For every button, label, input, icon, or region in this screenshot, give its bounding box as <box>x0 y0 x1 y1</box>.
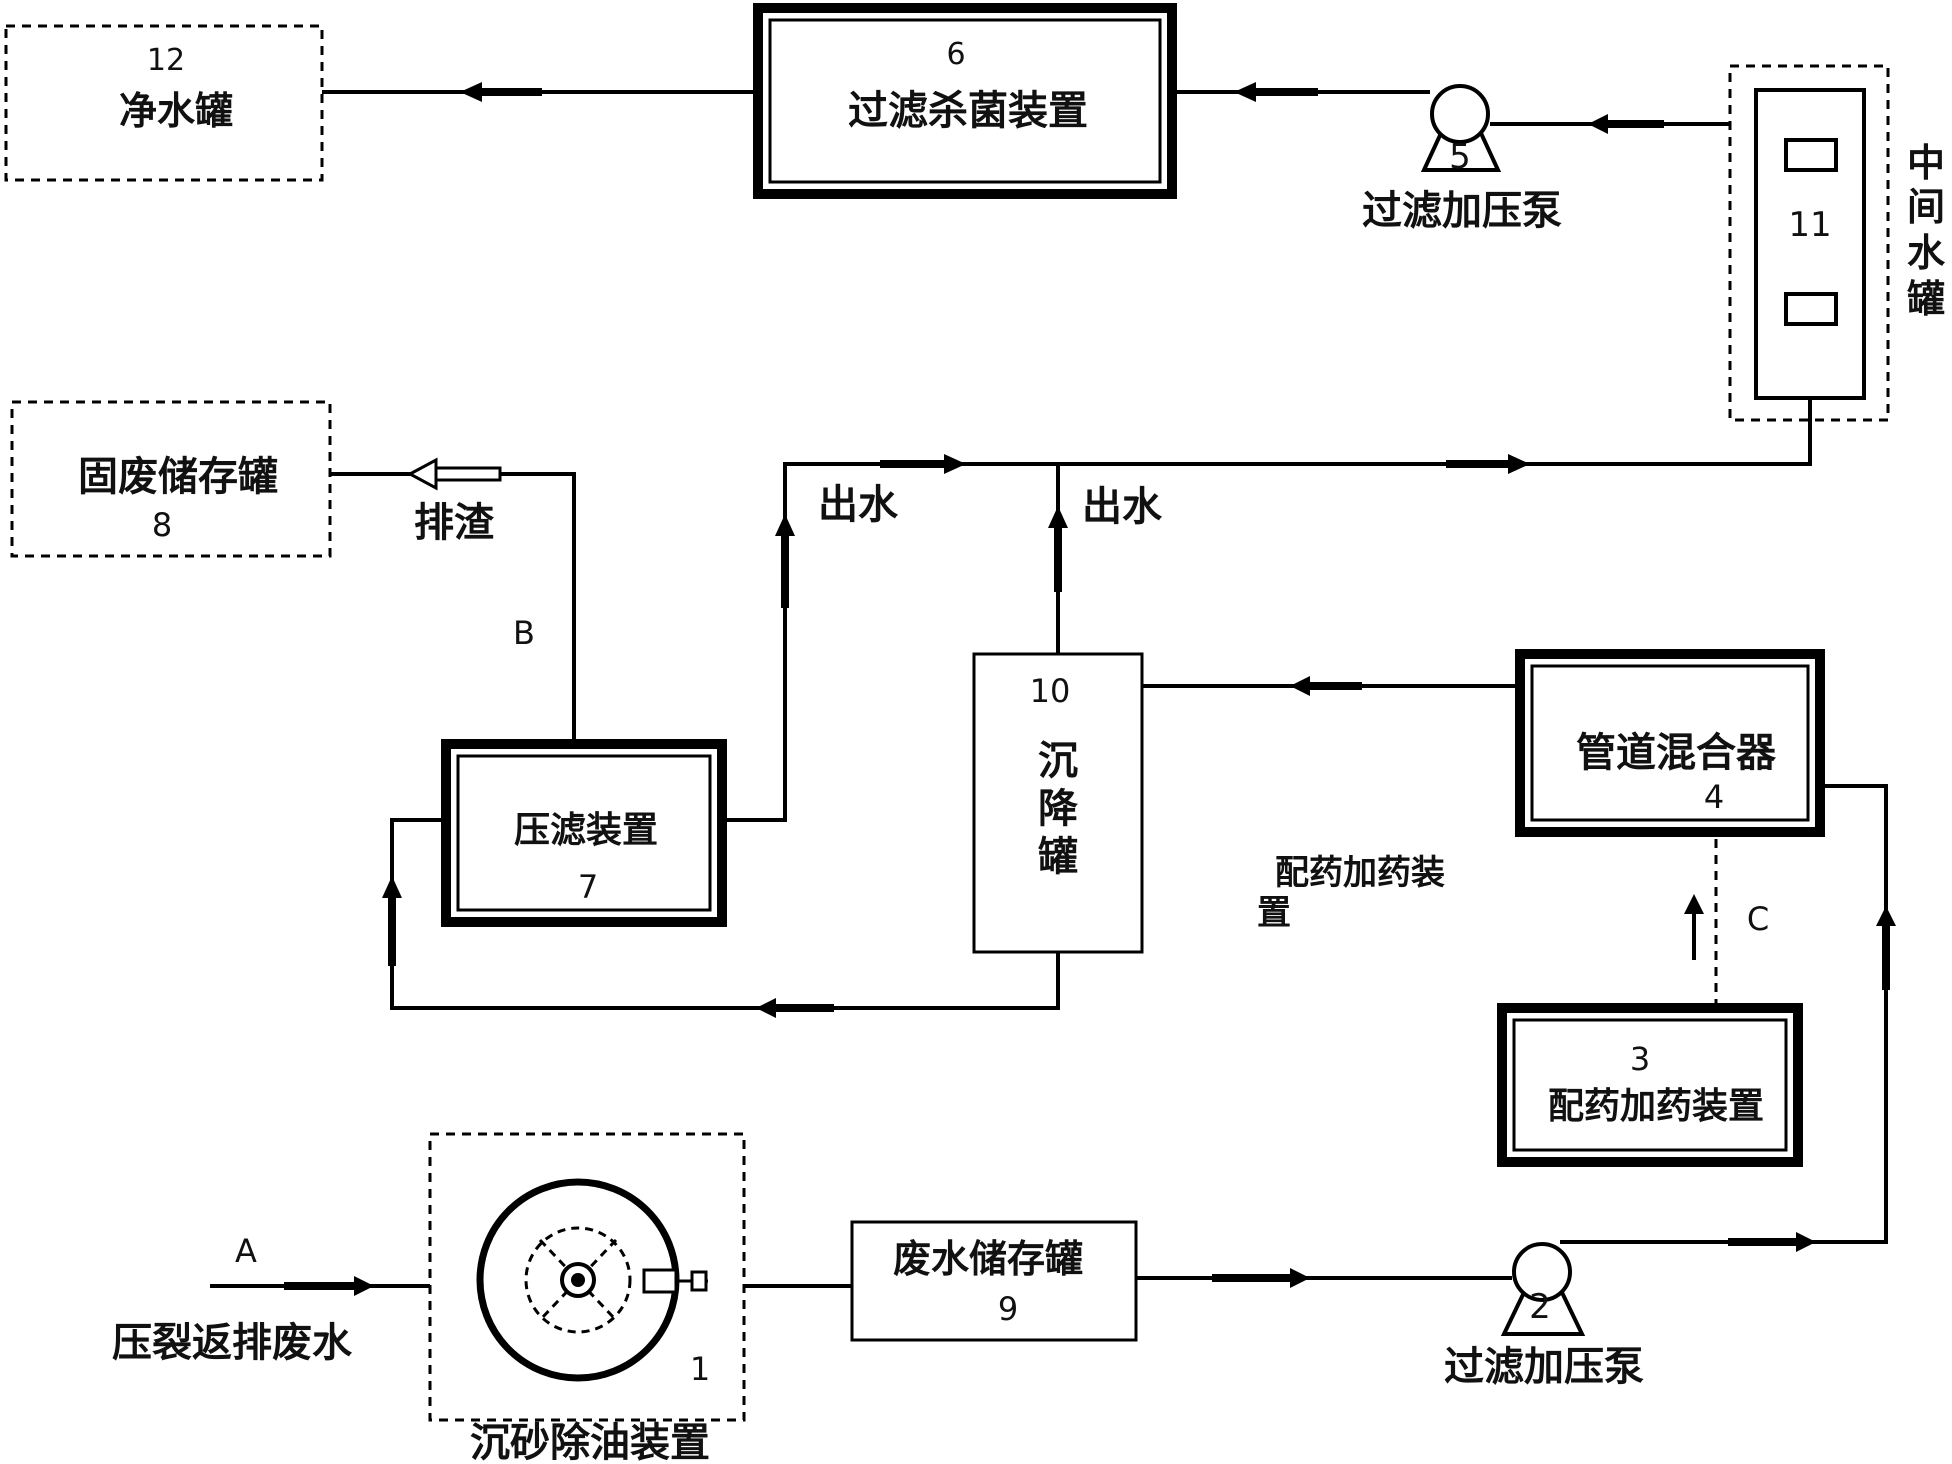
unit-9-number: 9 <box>998 1290 1018 1328</box>
unit-5-number: 5 <box>1449 137 1471 177</box>
flow-arrow-right <box>1446 454 1530 474</box>
flow-arrow-left <box>1290 676 1362 696</box>
unit-8-number: 8 <box>152 506 172 544</box>
unit-2-label: 过滤加压泵 <box>1444 1344 1644 1390</box>
flow-arrow-up <box>1048 506 1068 592</box>
unit-8-solid-waste-tank: 固废储存罐 8 <box>10 400 332 558</box>
unit-5-label: 过滤加压泵 <box>1362 188 1562 234</box>
unit-11-label-char: 罐 <box>1907 277 1945 321</box>
point-b-label: B <box>513 614 535 652</box>
unit-11-number: 11 <box>1788 205 1831 245</box>
unit-12-clean-water-tank: 12 净水罐 <box>4 24 324 182</box>
flow-arrow-left <box>1588 114 1664 134</box>
unit-11-label-char: 中 <box>1907 141 1945 185</box>
flow-arrow-left <box>460 82 542 102</box>
unit-12-label: 净水罐 <box>119 89 233 133</box>
unit-7-filter-press: 压滤装置 7 <box>441 739 727 927</box>
unit-9-wastewater-tank: 废水储存罐 9 <box>850 1220 1138 1342</box>
unit-10-label-char: 降 <box>1038 786 1078 832</box>
unit-1-number: 1 <box>690 1350 710 1388</box>
inflow-label: 压裂返排废水 <box>112 1320 353 1366</box>
pipe-2-to-4 <box>1560 784 1888 1244</box>
unit-7-number: 7 <box>578 868 598 906</box>
unit-4-number: 4 <box>1704 778 1724 816</box>
unit-10-label-char: 沉 <box>1038 738 1078 784</box>
pipe-10-to-7 <box>390 818 1060 1010</box>
flow-arrow-right <box>284 1276 374 1296</box>
unit-6-label: 过滤杀菌装置 <box>848 88 1088 134</box>
point-c-label: C <box>1747 900 1769 938</box>
unit-5-pump: 5 过滤加压泵 <box>1362 84 1562 234</box>
pipes <box>210 90 1888 1288</box>
flow-arrow-right <box>1728 1232 1816 1252</box>
flow-arrow-up <box>1876 906 1896 990</box>
unit-11-label-char: 水 <box>1907 231 1946 275</box>
unit-1-grit-oil-removal: 1 沉砂除油装置 <box>428 1132 746 1464</box>
flow-arrow-left <box>1234 82 1318 102</box>
unit-10-label-char: 罐 <box>1038 834 1078 880</box>
dosing-device-label: 配药加药装 <box>1275 853 1445 893</box>
unit-2-number: 2 <box>1529 1287 1551 1327</box>
flow-arrow-right <box>880 454 966 474</box>
unit-2-pump: 2 过滤加压泵 <box>1444 1242 1644 1390</box>
unit-3-number: 3 <box>1630 1040 1650 1078</box>
unit-3-label: 配药加药装置 <box>1548 1086 1764 1127</box>
flow-arrow-up <box>775 514 795 608</box>
unit-10-settling-tank: 10 沉 降 罐 <box>972 652 1144 954</box>
unit-7-label: 压滤装置 <box>514 810 658 851</box>
point-a-label: A <box>235 1232 257 1270</box>
flow-arrow-up <box>382 876 402 966</box>
flow-arrow-left <box>756 998 834 1018</box>
outlet-water-label: 出水 <box>818 482 899 528</box>
flow-arrows <box>284 82 1896 1296</box>
outlet-water-label: 出水 <box>1082 484 1163 530</box>
unit-8-label: 固废储存罐 <box>78 454 278 500</box>
unit-4-label: 管道混合器 <box>1576 730 1777 776</box>
unit-11-intermediate-tank: 11 中 间 水 罐 <box>1728 64 1946 422</box>
dosing-device-label-cont: 置 <box>1257 893 1291 933</box>
slag-arrow <box>406 457 502 491</box>
unit-3-dosing-device: 3 配药加药装置 <box>1497 1003 1803 1167</box>
unit-9-label: 废水储存罐 <box>893 1237 1083 1281</box>
slag-discharge-label: 排渣 <box>414 500 495 546</box>
unit-4-pipe-mixer: 管道混合器 4 <box>1515 649 1825 837</box>
unit-6-number: 6 <box>946 37 965 72</box>
unit-1-label: 沉砂除油装置 <box>470 1420 710 1464</box>
dosing-arrow-up <box>1684 894 1704 960</box>
annotations: 排渣 出水 出水 A B C 压裂返排废水 配药加药装 置 <box>112 482 1769 1366</box>
flow-arrow-right <box>1212 1268 1310 1288</box>
unit-11-label-char: 间 <box>1907 185 1945 229</box>
unit-10-number: 10 <box>1030 672 1071 710</box>
unit-6-filter-sterilizer: 6 过滤杀菌装置 <box>753 3 1177 199</box>
unit-12-number: 12 <box>147 43 185 78</box>
